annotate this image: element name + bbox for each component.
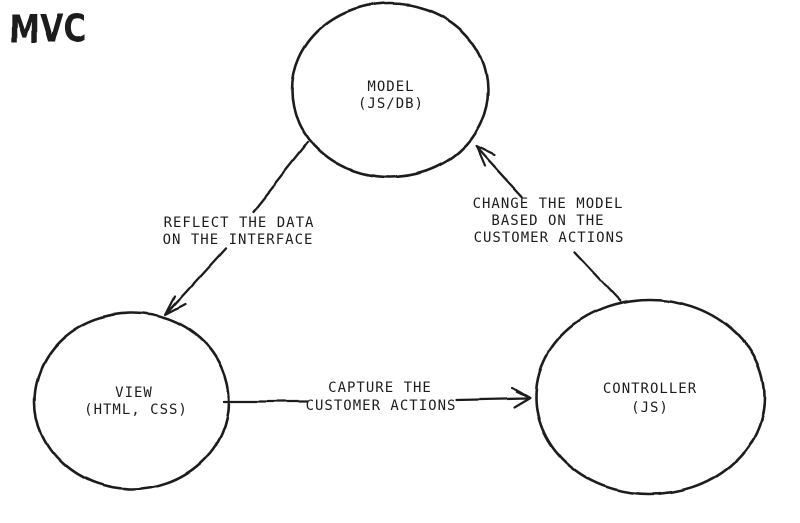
model-node-circle [290,1,490,179]
diagram-labels: MODEL (JS/DB) VIEW (HTML, CSS) CONTROLLE… [84,79,697,418]
edge-model-to-view-arrowhead [163,295,187,317]
model-node-label: MODEL [367,79,414,95]
diagram-title: MVC [9,7,86,51]
edge-view-to-controller-arrowhead-sketch [515,390,529,398]
edge-view-to-controller-label-line1: CAPTURE THE [328,380,432,396]
view-node-circle [33,311,231,491]
edge-controller-to-model-arrowhead-sketch [476,146,483,154]
controller-node-label: CONTROLLER [603,381,697,397]
controller-node-circle [534,298,766,496]
edge-controller-to-model-arrowhead [474,144,496,168]
view-node-sublabel: (HTML, CSS) [84,402,188,418]
edge-view-to-controller-label-line2: CUSTOMER ACTIONS [306,398,457,414]
edge-controller-to-model-label-line2: BASED ON THE [491,213,604,229]
diagram-shapes [33,1,766,496]
edge-model-to-view-arrowhead-sketch [165,300,179,314]
view-node-label: VIEW [115,385,153,401]
edge-view-to-controller-line [222,396,529,403]
edge-model-to-view-label-line1: REFLECT THE DATA [164,215,315,231]
model-node-sublabel: (JS/DB) [358,96,424,112]
title-group: MVC [9,7,86,51]
edge-controller-to-model-label-line1: CHANGE THE MODEL [473,196,624,212]
edge-controller-to-model-label-line3: CUSTOMER ACTIONS [474,230,625,246]
edge-model-to-view-label-line2: ON THE INTERFACE [163,232,314,248]
edge-view-to-controller-arrowhead [511,386,532,409]
controller-node-sublabel: (JS) [631,400,669,416]
edge-controller-to-model-line [476,147,622,303]
